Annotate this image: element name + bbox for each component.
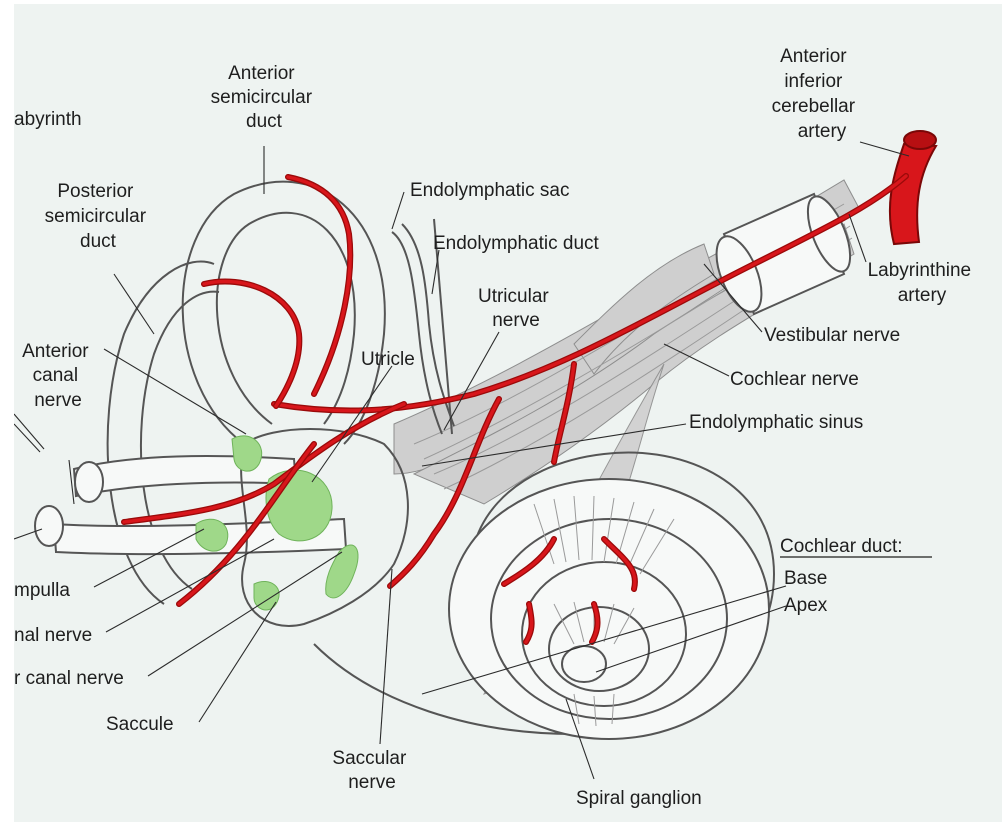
- inner-ear-diagram: abyrinth Anterior semicircular duct Post…: [14, 4, 1002, 822]
- label-anterior-inferior-cerebellar-artery: Anterior inferior cerebellar artery: [772, 46, 861, 142]
- label-endolymphatic-sinus: Endolymphatic sinus: [689, 412, 863, 433]
- label-vestibular-nerve: Vestibular nerve: [764, 325, 900, 346]
- label-cochlear-nerve: Cochlear nerve: [730, 369, 859, 390]
- label-endolymphatic-sac: Endolymphatic sac: [410, 180, 569, 201]
- label-cochlear-duct-heading: Cochlear duct:: [780, 536, 903, 557]
- label-anterior-semicircular-duct: Anterior semicircular duct: [211, 63, 318, 132]
- inner-ear-illustration: abyrinth Anterior semicircular duct Post…: [14, 4, 1002, 822]
- label-saccular-nerve: Saccular nerve: [332, 748, 411, 793]
- label-saccule: Saccule: [106, 714, 174, 735]
- label-spiral-ganglion: Spiral ganglion: [576, 788, 702, 809]
- label-utricular-nerve: Utricular nerve: [478, 286, 554, 331]
- aica-vessel: [890, 131, 936, 244]
- label-lateral-canal-nerve: r canal nerve: [14, 668, 124, 689]
- label-utricle: Utricle: [361, 349, 415, 370]
- label-posterior-semicircular-duct: Posterior semicircular duct: [45, 181, 152, 252]
- label-ampulla: mpulla: [14, 580, 70, 601]
- label-endolymphatic-duct: Endolymphatic duct: [433, 233, 600, 254]
- label-labyrinth: abyrinth: [14, 109, 82, 130]
- label-base: Base: [784, 568, 827, 589]
- label-labyrinthine-artery: Labyrinthine artery: [868, 260, 977, 306]
- label-anterior-canal-nerve: Anterior canal nerve: [22, 341, 94, 411]
- label-canal-nerve: nal nerve: [14, 625, 92, 646]
- label-apex: Apex: [784, 595, 828, 616]
